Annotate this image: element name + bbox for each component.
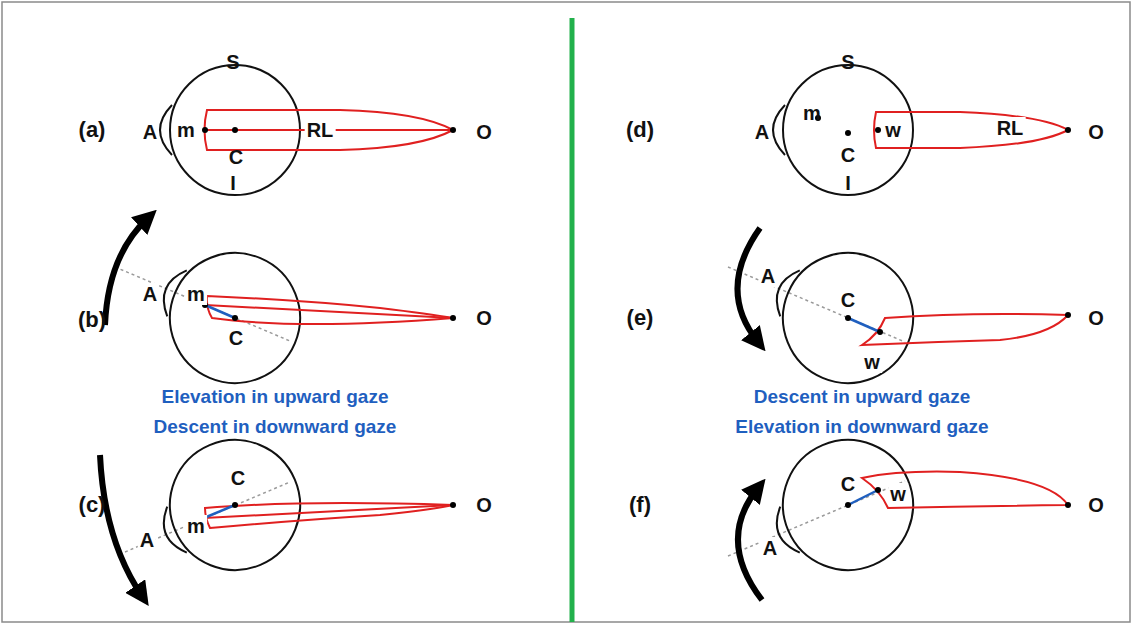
direction-label: I <box>845 172 851 194</box>
point-label: C <box>229 146 243 168</box>
panel-letter: (f) <box>629 493 651 517</box>
panel-letter: (b) <box>78 308 106 332</box>
caption-line: Descent in upward gaze <box>754 387 970 408</box>
point-label: A <box>143 121 157 143</box>
panel-letter: (a) <box>79 118 106 142</box>
point-label: C <box>841 473 855 495</box>
point-label: w <box>888 483 908 505</box>
direction-label: S <box>226 51 239 73</box>
caption-line: Elevation in upward gaze <box>162 387 389 408</box>
point-label: A <box>759 265 777 287</box>
point-label: A <box>141 283 159 305</box>
point-label: O <box>1088 121 1104 143</box>
point-label: C <box>841 289 855 311</box>
direction-label: I <box>230 172 236 194</box>
point-label: C <box>229 327 243 349</box>
point-label: m <box>177 119 195 141</box>
panel-letter: (d) <box>626 118 654 142</box>
point-label: A <box>138 529 156 551</box>
point-label: A <box>761 537 779 559</box>
point-label: w <box>862 351 882 373</box>
point-label: m <box>185 515 207 537</box>
point-label: O <box>476 494 492 516</box>
point-label: w <box>883 119 903 141</box>
point-label: O <box>1088 307 1104 329</box>
point-label: O <box>476 121 492 143</box>
point-label: C <box>841 144 855 166</box>
point-label: O <box>1088 494 1104 516</box>
point-label: C <box>231 467 245 489</box>
caption-line: Descent in downward gaze <box>154 417 397 438</box>
panel-letter: (e) <box>627 306 654 330</box>
panel-letter: (c) <box>79 493 106 517</box>
direction-label: S <box>841 51 854 73</box>
muscle-label: RL <box>305 119 336 141</box>
point-label: m <box>803 102 821 124</box>
point-label: A <box>755 121 769 143</box>
point-label: O <box>476 307 492 329</box>
point-label: m <box>185 283 207 305</box>
muscle-label: RL <box>995 117 1026 139</box>
caption-line: Elevation in downward gaze <box>735 417 988 438</box>
